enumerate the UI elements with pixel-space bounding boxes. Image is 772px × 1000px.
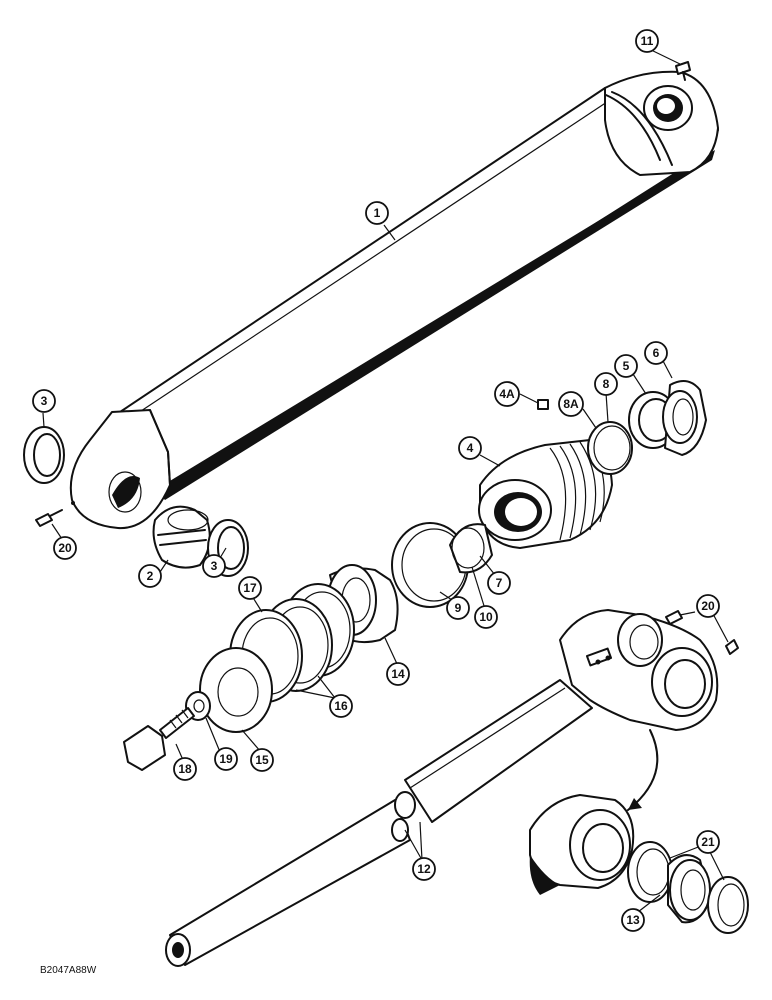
seal-part-3-upper (23, 426, 65, 484)
callout-19: 19 (214, 747, 238, 771)
svg-text:16: 16 (334, 699, 348, 713)
callout-15: 15 (250, 748, 274, 772)
callout-10: 10 (474, 605, 498, 629)
callout-8a: 8A (558, 391, 584, 417)
callout-1: 1 (365, 201, 389, 225)
svg-text:3: 3 (211, 559, 218, 573)
nut-part-7 (451, 527, 485, 569)
seal-part-21-right (707, 876, 749, 934)
svg-text:1: 1 (374, 206, 381, 220)
svg-text:2: 2 (147, 569, 154, 583)
callout-6: 6 (644, 341, 668, 365)
figure-id: B2047A88W (40, 965, 97, 976)
svg-text:4A: 4A (499, 387, 515, 401)
svg-text:11: 11 (641, 34, 654, 48)
cylinder-barrel (69, 70, 719, 530)
callout-4: 4 (458, 436, 482, 460)
plug-part-4a (537, 399, 549, 410)
svg-text:6: 6 (653, 346, 660, 360)
ring-part-9 (391, 522, 469, 608)
callout-21: 21 (696, 830, 720, 854)
svg-text:19: 19 (219, 752, 233, 766)
svg-text:12: 12 (417, 862, 431, 876)
callout-3-upper: 3 (32, 389, 56, 413)
nut-part-15 (199, 647, 273, 733)
svg-text:17: 17 (243, 581, 257, 595)
svg-text:20: 20 (701, 599, 715, 613)
svg-text:4: 4 (467, 441, 474, 455)
screw-part-11 (675, 61, 691, 81)
callout-18: 18 (173, 757, 197, 781)
callout-20-left: 20 (53, 536, 77, 560)
bearing-part-13 (667, 854, 711, 924)
callout-3-lower: 3 (202, 554, 226, 578)
callout-13: 13 (621, 908, 645, 932)
callout-11: 11 (635, 29, 659, 53)
callout-12: 12 (412, 857, 436, 881)
callout-14: 14 (386, 662, 410, 686)
seal-part-21-left (627, 841, 673, 903)
wiper-part-6 (662, 380, 707, 456)
callout-17: 17 (238, 576, 262, 600)
grease-fitting-right (665, 610, 739, 655)
callout-8: 8 (594, 372, 618, 396)
callout-9: 9 (446, 596, 470, 620)
svg-text:3: 3 (41, 394, 48, 408)
svg-text:18: 18 (178, 762, 192, 776)
callout-20-right: 20 (696, 594, 720, 618)
piston-rod-part-12 (165, 609, 719, 967)
grease-fitting-left (35, 509, 63, 527)
svg-text:8A: 8A (563, 397, 579, 411)
svg-text:13: 13 (626, 913, 640, 927)
callout-16: 16 (329, 694, 353, 718)
svg-text:5: 5 (623, 359, 630, 373)
detail-arrow (627, 729, 659, 811)
rod-eye-detail (529, 794, 635, 895)
o-ring-part-8 (587, 421, 633, 475)
svg-text:20: 20 (58, 541, 72, 555)
svg-text:21: 21 (701, 835, 715, 849)
bushing-part-2 (152, 505, 211, 569)
callout-4a: 4A (494, 381, 520, 407)
callout-7: 7 (487, 571, 511, 595)
svg-text:14: 14 (391, 667, 405, 681)
bolt-part-18 (123, 707, 195, 771)
callout-5: 5 (614, 354, 638, 378)
gland-part-4 (478, 439, 613, 549)
svg-text:8: 8 (603, 377, 610, 391)
svg-text:10: 10 (479, 610, 493, 624)
svg-text:15: 15 (255, 753, 269, 767)
callout-2: 2 (138, 564, 162, 588)
svg-text:7: 7 (496, 576, 503, 590)
svg-text:9: 9 (455, 601, 462, 615)
